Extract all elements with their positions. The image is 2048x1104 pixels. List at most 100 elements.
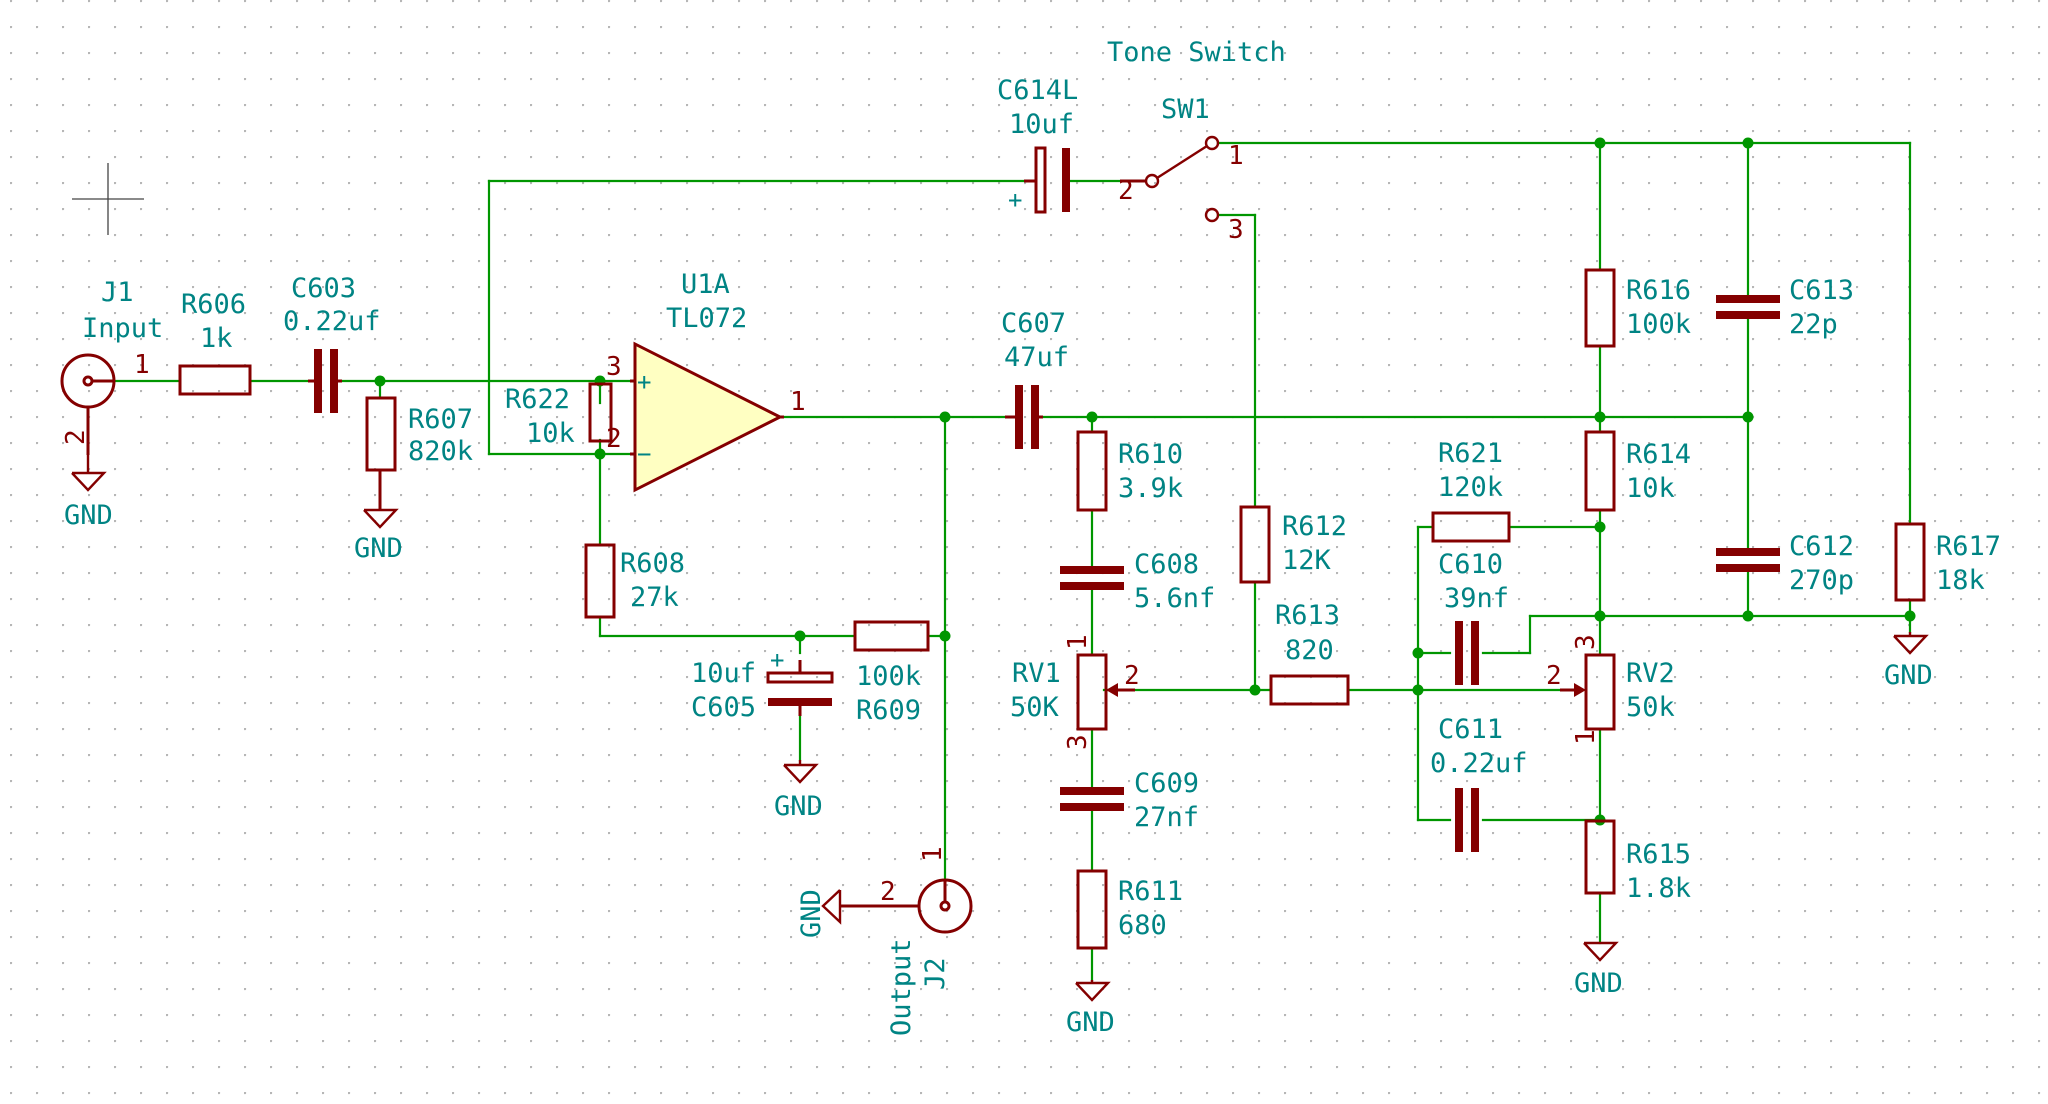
c612-body[interactable] [1716,548,1780,572]
j2-value: Output [886,938,917,1036]
pin-opamp-2: 2 [606,424,622,454]
r607-ref: R607 [408,404,473,435]
c611-value: 0.22uf [1430,748,1528,779]
junctions [374,137,1916,826]
pin-opamp-3: 3 [606,352,622,382]
pin-rv2-3: 3 [1571,634,1601,650]
c609-body[interactable] [1060,787,1124,811]
r606-body[interactable] [178,364,252,396]
r621-body[interactable] [1431,511,1511,543]
pin-sw-2: 2 [1118,176,1134,206]
gnd-label-r615: GND [1574,968,1623,999]
rv1-body[interactable] [1076,653,1135,731]
c605-plus-sign: + [770,646,784,674]
r611-body[interactable] [1076,869,1108,950]
labels: Tone Switch J1 Input J2 Output R606 1k C… [61,37,2001,1038]
opamp-minus-sign: − [637,440,651,468]
pin-sw-1: 1 [1228,141,1244,171]
c613-value: 22p [1789,309,1838,340]
c610-body[interactable] [1455,621,1479,685]
c612-value: 270p [1789,565,1854,596]
pin-rv2-1: 1 [1571,729,1601,745]
r608-value: 27k [630,582,679,613]
c614l-value: 10uf [1009,109,1074,140]
ground-symbols [71,455,1929,1002]
u1a-opamp[interactable] [630,341,784,493]
component-bodies [60,135,1929,1002]
c611-body[interactable] [1455,788,1479,852]
c613-ref: C613 [1789,275,1854,306]
r616-value: 100k [1626,309,1691,340]
r612-value: 12K [1282,545,1332,576]
gnd-label-r611: GND [1066,1007,1115,1038]
gnd-label-r607: GND [354,533,403,564]
tone-switch-title: Tone Switch [1107,37,1286,68]
gnd-label-j2: GND [796,889,827,938]
j2-ref: J2 [920,957,951,990]
r609-body[interactable] [853,620,930,652]
rv2-body[interactable] [1560,653,1616,731]
c609-ref: C609 [1134,768,1199,799]
c605-body[interactable] [766,660,834,716]
pin-j2-1: 1 [918,846,948,862]
r608-ref: R608 [620,548,685,579]
pin-rv1-3: 3 [1063,734,1093,750]
c614l-ref: C614L [997,75,1078,106]
c603-body[interactable] [308,349,342,413]
c603-value: 0.22uf [283,306,381,337]
c610-ref: C610 [1438,549,1503,580]
c614l-body[interactable] [1024,146,1070,214]
sw1-body[interactable] [1120,135,1220,223]
rv1-ref: RV1 [1012,658,1061,689]
c605-ref: C605 [691,692,756,723]
j1-value: Input [82,313,163,344]
r622-ref: R622 [505,384,570,415]
r610-body[interactable] [1076,430,1108,512]
c607-body[interactable] [1005,385,1043,449]
r610-ref: R610 [1118,439,1183,470]
opamp-plus-sign: + [637,368,651,396]
j1-ref: J1 [101,277,134,308]
rv1-value: 50K [1010,692,1060,723]
c608-body[interactable] [1060,566,1124,590]
r612-body[interactable] [1239,505,1271,584]
r617-ref: R617 [1936,531,2001,562]
r617-body[interactable] [1894,522,1926,602]
gnd-label-j1: GND [64,500,113,531]
r614-value: 10k [1626,473,1675,504]
c613-body[interactable] [1716,295,1780,319]
pin-j2-2: 2 [880,877,896,907]
r615-ref: R615 [1626,839,1691,870]
r613-value: 820 [1285,635,1334,666]
pin-rv1-1: 1 [1063,634,1093,650]
pin-rv1-2: 2 [1124,661,1140,691]
pin-opamp-1: 1 [790,387,806,417]
gnd-label-r617: GND [1884,660,1933,691]
pin-j1-1: 1 [134,350,150,380]
r612-ref: R612 [1282,511,1347,542]
c608-value: 5.6nf [1134,583,1215,614]
c612-ref: C612 [1789,531,1854,562]
c603-ref: C603 [291,273,356,304]
r621-value: 120k [1438,472,1503,503]
r606-ref: R606 [181,289,246,320]
rv2-ref: RV2 [1626,658,1675,689]
r614-body[interactable] [1584,430,1616,512]
j1-connector-symbol[interactable] [60,353,116,455]
r609-value: 100k [856,661,921,692]
pin-j1-2: 2 [61,429,91,445]
r613-body[interactable] [1269,674,1350,706]
cursor-crosshair [72,163,144,235]
r621-ref: R621 [1438,438,1503,469]
r615-body[interactable] [1584,819,1616,895]
pin-sw-3: 3 [1228,215,1244,245]
r608-body[interactable] [584,543,616,619]
j2-connector-symbol[interactable] [840,878,973,934]
c614l-plus-sign: + [1008,186,1022,214]
r616-body[interactable] [1584,268,1616,348]
r617-value: 18k [1936,565,1985,596]
r616-ref: R616 [1626,275,1691,306]
r622-body[interactable] [588,382,613,443]
r611-value: 680 [1118,910,1167,941]
